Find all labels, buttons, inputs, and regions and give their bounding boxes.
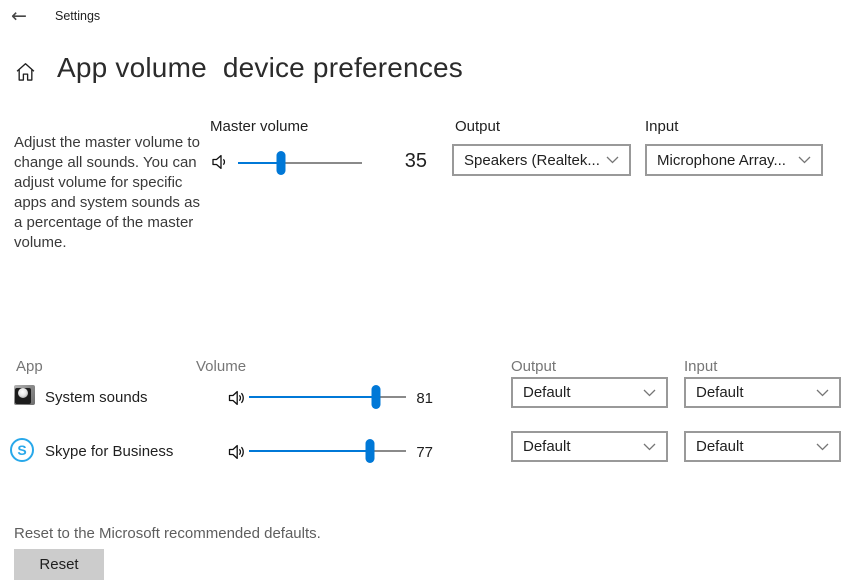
master-volume-value: 35 <box>404 150 427 172</box>
slider-fill <box>249 450 370 452</box>
column-header-input: Input <box>684 358 718 375</box>
chevron-down-icon <box>798 156 811 164</box>
reset-button[interactable]: Reset <box>14 549 104 580</box>
app-volume-value: 77 <box>416 444 433 461</box>
speaker-icon <box>227 442 247 467</box>
column-header-app: App <box>16 358 43 375</box>
app-output-value: Default <box>523 384 571 401</box>
chevron-down-icon <box>816 389 829 396</box>
app-output-value: Default <box>523 438 571 455</box>
output-device-value: Speakers (Realtek... <box>464 151 600 169</box>
input-device-dropdown[interactable]: Microphone Array... <box>645 144 823 176</box>
chevron-down-icon <box>606 156 619 164</box>
app-input-dropdown[interactable]: Default <box>684 377 841 408</box>
slider-fill <box>238 162 282 164</box>
app-name: Skype for Business <box>45 443 174 460</box>
window-title: Settings <box>55 9 101 23</box>
app-input-value: Default <box>696 384 744 401</box>
chevron-down-icon <box>816 443 829 450</box>
slider-thumb[interactable] <box>365 439 375 463</box>
master-volume-label: Master volume <box>210 118 309 135</box>
column-header-volume: Volume <box>196 358 247 375</box>
output-device-dropdown[interactable]: Speakers (Realtek... <box>452 144 631 176</box>
chevron-down-icon <box>643 443 656 450</box>
speaker-icon <box>227 388 247 413</box>
app-output-dropdown[interactable]: Default <box>511 431 668 462</box>
app-name: System sounds <box>45 389 148 406</box>
system-sounds-icon <box>14 385 35 405</box>
app-input-value: Default <box>696 438 744 455</box>
app-volume-value: 81 <box>416 390 433 407</box>
output-label: Output <box>455 118 501 135</box>
chevron-down-icon <box>643 389 656 396</box>
page-title: App volume device preferences <box>57 52 463 83</box>
app-volume-slider[interactable] <box>249 438 406 464</box>
speaker-icon <box>210 152 230 177</box>
back-button[interactable]: ← <box>6 4 32 28</box>
slider-thumb[interactable] <box>371 385 381 409</box>
system-sounds-icon-cone <box>18 388 28 398</box>
skype-icon: S <box>10 438 34 462</box>
app-output-dropdown[interactable]: Default <box>511 377 668 408</box>
home-icon <box>14 60 37 89</box>
app-volume-slider[interactable] <box>249 384 406 410</box>
slider-thumb[interactable] <box>276 151 286 175</box>
page-description: Adjust the master volume to change all s… <box>14 134 200 251</box>
reset-caption: Reset to the Microsoft recommended defau… <box>14 525 321 542</box>
app-input-dropdown[interactable]: Default <box>684 431 841 462</box>
slider-track <box>238 162 362 164</box>
master-volume-slider[interactable] <box>238 150 362 176</box>
slider-fill <box>249 396 377 398</box>
column-header-output: Output <box>511 358 557 375</box>
input-device-value: Microphone Array... <box>657 151 786 169</box>
input-label: Input <box>645 118 679 135</box>
